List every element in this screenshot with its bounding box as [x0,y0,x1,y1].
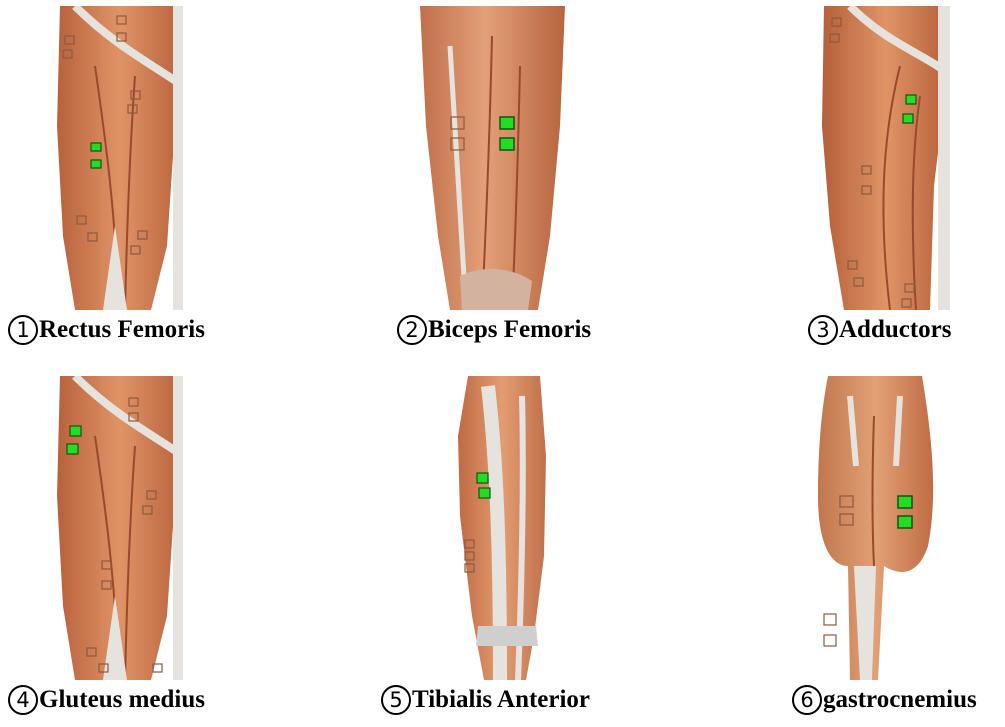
number-badge: 3 [808,315,838,345]
panel-biceps-femoris: 2 Biceps Femoris [335,0,670,357]
anterior-lower-leg-muscles-illustration [448,376,558,680]
caption-5: 5 Tibialis Anterior [381,682,590,718]
muscle-label: Rectus Femoris [39,316,205,344]
number-badge: 5 [381,685,411,715]
medial-thigh-muscles-illustration [820,6,950,310]
muscle-label: Biceps Femoris [428,316,591,344]
caption-2: 2 Biceps Femoris [397,312,591,348]
number-badge: 4 [8,685,38,715]
caption-6: 6 gastrocnemius [792,682,977,718]
posterior-thigh-muscles-illustration [420,6,565,310]
caption-3: 3 Adductors [808,312,952,348]
panel-tibialis-anterior: 5 Tibialis Anterior [335,370,670,727]
number-badge: 6 [792,685,822,715]
anterior-thigh-muscles-illustration [55,6,183,310]
muscle-label: Tibialis Anterior [412,686,590,714]
caption-1: 1 Rectus Femoris [8,312,205,348]
panel-gluteus-medius: 4 Gluteus medius [0,370,335,727]
muscle-label: gastrocnemius [823,686,977,714]
panel-gastrocnemius: 6 gastrocnemius [670,370,1005,727]
panel-adductors: 3 Adductors [670,0,1005,357]
caption-4: 4 Gluteus medius [8,682,205,718]
number-badge: 2 [397,315,427,345]
lateral-hip-thigh-muscles-illustration [55,376,183,680]
posterior-calf-muscles-illustration [810,376,940,680]
number-badge: 1 [8,315,38,345]
muscle-label: Adductors [839,316,952,344]
panel-rectus-femoris: 1 Rectus Femoris [0,0,335,357]
muscle-label: Gluteus medius [39,686,205,714]
